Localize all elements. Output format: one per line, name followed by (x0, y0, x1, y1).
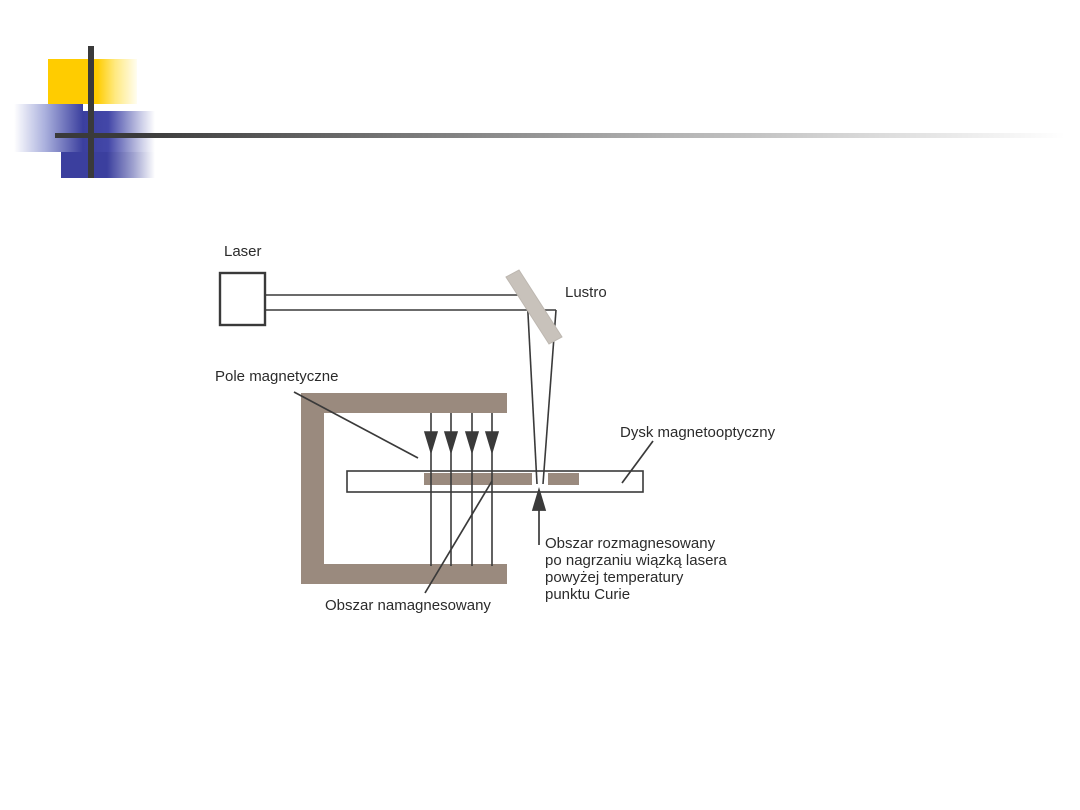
magnetized-region-fill-right (548, 473, 579, 485)
leader-lines (293, 391, 654, 594)
label-demagnetized-region: Obszar rozmagnesowany po nagrzaniu wiązk… (545, 535, 727, 603)
logo-vertical-rule (88, 46, 94, 178)
mirror (505, 269, 563, 345)
laser-housing (218, 271, 267, 327)
logo-yellow-gradient-square (97, 59, 137, 104)
slide-logo (0, 0, 260, 200)
logo-blue-bottom-gradient-square (107, 152, 155, 178)
magnet-yoke (301, 393, 507, 584)
label-disk: Dysk magnetooptyczny (620, 424, 776, 441)
magnetized-region-fill (424, 473, 532, 485)
laser-beam-path (265, 294, 557, 485)
label-demagnetized-line-1: Obszar rozmagnesowany (545, 535, 716, 552)
logo-blue-left-square (14, 104, 83, 152)
label-demagnetized-line-3: powyżej temperatury (545, 569, 684, 586)
logo-horizontal-rule (55, 133, 1065, 138)
label-demagnetized-line-4: punktu Curie (545, 586, 631, 603)
logo-blue-bottom-square (61, 152, 107, 178)
magneto-optical-disk (346, 470, 644, 493)
label-laser: Laser (224, 243, 262, 260)
demagnetized-region-arrow (531, 487, 547, 545)
label-demagnetized-line-2: po nagrzaniu wiązką lasera (545, 552, 727, 569)
label-magnetized-region: Obszar namagnesowany (325, 597, 491, 614)
magnetic-field-arrows (423, 413, 500, 566)
label-mirror: Lustro (565, 284, 607, 301)
label-magnetic-field: Pole magnetyczne (215, 368, 339, 385)
